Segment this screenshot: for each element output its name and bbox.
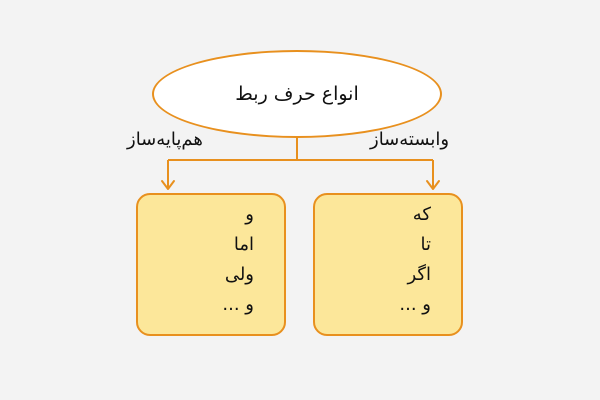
list-item: اما [233,234,254,255]
list-item: و [245,204,254,225]
right-branch-label: وابسته‌ساز [370,129,450,150]
root-node: انواع حرف ربط [152,50,442,138]
list-item: که [412,204,431,225]
left-branch-label: هم‌پایه‌ساز [127,129,203,150]
list-item: و ... [399,294,431,315]
list-item: و ... [222,294,254,315]
left-branch-box: و اما ولی و ... [136,193,286,336]
list-item: ولی [224,264,254,285]
list-item: اگر [407,264,431,285]
left-arrow-icon [161,180,175,190]
list-item: تا [420,234,432,255]
root-node-label: انواع حرف ربط [235,83,359,105]
right-branch-box: که تا اگر و ... [313,193,463,336]
right-arrow-icon [426,180,440,190]
